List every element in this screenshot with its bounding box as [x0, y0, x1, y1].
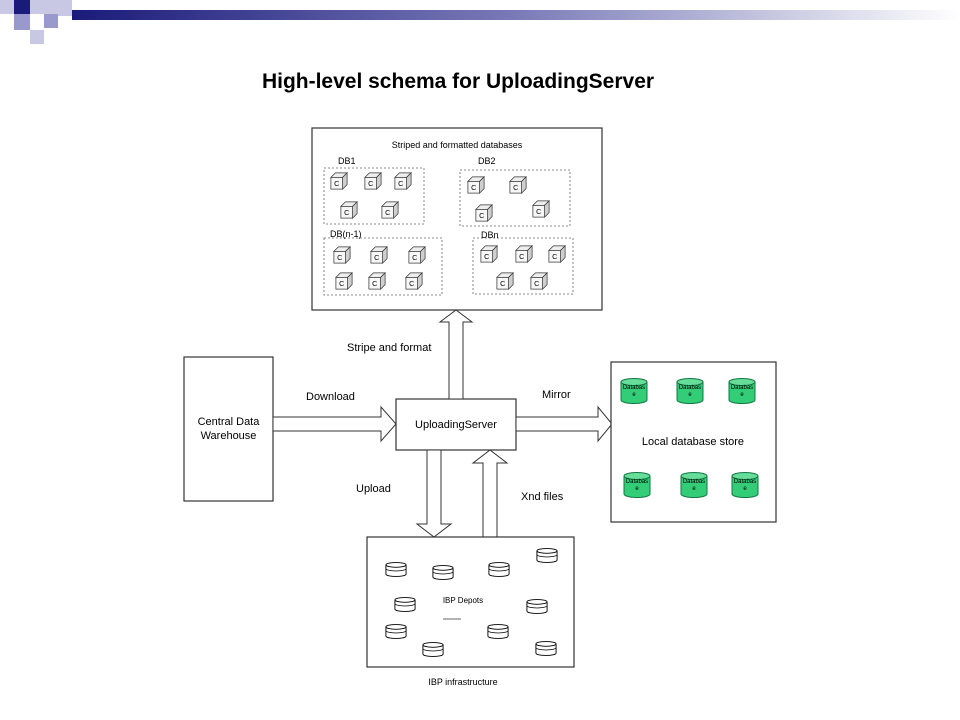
database-cylinder: Databas e	[623, 472, 651, 498]
chunk-cube	[480, 245, 498, 263]
deco-square	[14, 14, 30, 30]
db-group-db2: DB2	[459, 156, 571, 227]
mirror-label: Mirror	[542, 389, 571, 401]
upload-label: Upload	[356, 483, 391, 495]
local-store-label: Local database store	[642, 436, 744, 448]
slide-decoration	[0, 0, 960, 44]
db-group-label: DBn	[481, 230, 499, 240]
ibp-infrastructure-box: IBP Depots	[366, 536, 575, 668]
svg-text:e: e	[740, 392, 744, 398]
databases-box-label: Striped and formatted databases	[392, 140, 523, 150]
database-cylinder: Databas e	[680, 472, 708, 498]
db-group-label: DB(n-1)	[330, 229, 362, 239]
chunk-cube	[515, 245, 533, 263]
chunk-cube	[496, 272, 514, 290]
depot-cylinder	[422, 642, 444, 657]
chunk-cube	[335, 272, 353, 290]
svg-text:e: e	[635, 486, 639, 492]
chunk-cube	[467, 176, 485, 194]
local-database-store: Local database store Databas e Databas e…	[610, 361, 777, 523]
deco-square	[58, 0, 72, 16]
depot-cylinder	[526, 599, 548, 614]
deco-square	[14, 0, 30, 14]
deco-square	[30, 30, 44, 44]
chunk-cube	[394, 172, 412, 190]
download-label: Download	[306, 391, 355, 403]
server-label: UploadingServer	[415, 419, 497, 431]
svg-text:e: e	[692, 486, 696, 492]
chunk-cube	[509, 176, 527, 194]
uploading-server: UploadingServer	[395, 398, 517, 451]
depot-cylinder	[385, 624, 407, 639]
chunk-cube	[364, 172, 382, 190]
chunk-cube	[370, 246, 388, 264]
databases-box: Striped and formatted databases DB1 DB2 …	[311, 127, 603, 311]
chunk-cube	[408, 246, 426, 264]
stripe-label: Stripe and format	[347, 342, 431, 354]
chunk-cube	[340, 201, 358, 219]
chunk-cube	[330, 172, 348, 190]
chunk-cube	[532, 200, 550, 218]
chunk-cube	[333, 246, 351, 264]
depot-cylinder	[488, 562, 510, 577]
deco-bar	[72, 10, 960, 20]
deco-square	[44, 0, 58, 14]
db-group-label: DB2	[478, 156, 496, 166]
depot-cylinder	[394, 597, 416, 612]
svg-text:Databas: Databas	[734, 479, 756, 485]
chunk-cube	[381, 201, 399, 219]
svg-text:e: e	[688, 392, 692, 398]
svg-text:Databas: Databas	[731, 385, 753, 391]
depot-cylinder	[432, 565, 454, 580]
svg-text:e: e	[632, 392, 636, 398]
ibp-infrastructure-label: IBP infrastructure	[428, 677, 497, 687]
database-cylinder: Databas e	[728, 378, 756, 404]
database-cylinder: Databas e	[620, 378, 648, 404]
depot-cylinder	[487, 624, 509, 639]
xnd-files-arrow	[471, 449, 509, 538]
svg-text:Databas: Databas	[626, 479, 648, 485]
central-label-line2: Warehouse	[201, 430, 257, 442]
chunk-cube	[368, 272, 386, 290]
chunk-cube	[405, 272, 423, 290]
svg-text:Databas: Databas	[679, 385, 701, 391]
depot-cylinder	[536, 548, 558, 563]
central-label-line1: Central Data	[198, 416, 261, 428]
db-group-dbn: DBn	[472, 230, 574, 295]
chunk-cube	[530, 272, 548, 290]
deco-square	[0, 0, 14, 14]
svg-text:Databas: Databas	[683, 479, 705, 485]
svg-text:e: e	[743, 486, 747, 492]
xnd-files-label: Xnd files	[521, 491, 564, 503]
database-cylinder: Databas e	[676, 378, 704, 404]
mirror-arrow	[515, 405, 613, 443]
upload-arrow	[415, 449, 453, 538]
deco-square	[30, 0, 44, 14]
depot-cylinder	[385, 562, 407, 577]
depot-cylinder	[535, 641, 557, 656]
database-cylinder: Databas e	[731, 472, 759, 498]
central-data-warehouse: Central Data Warehouse	[183, 356, 274, 502]
download-arrow	[272, 405, 397, 443]
ibp-depots-label: IBP Depots	[443, 596, 483, 605]
chunk-cube	[475, 204, 493, 222]
chunk-cube	[548, 245, 566, 263]
db-group-db1: DB1	[323, 156, 425, 225]
svg-text:Databas: Databas	[623, 385, 645, 391]
stripe-arrow	[438, 309, 474, 400]
db-group-label: DB1	[338, 156, 356, 166]
slide-title: High-level schema for UploadingServer	[261, 70, 655, 93]
db-group-dbn-1: DB(n-1)	[323, 229, 443, 296]
deco-square	[44, 14, 58, 28]
